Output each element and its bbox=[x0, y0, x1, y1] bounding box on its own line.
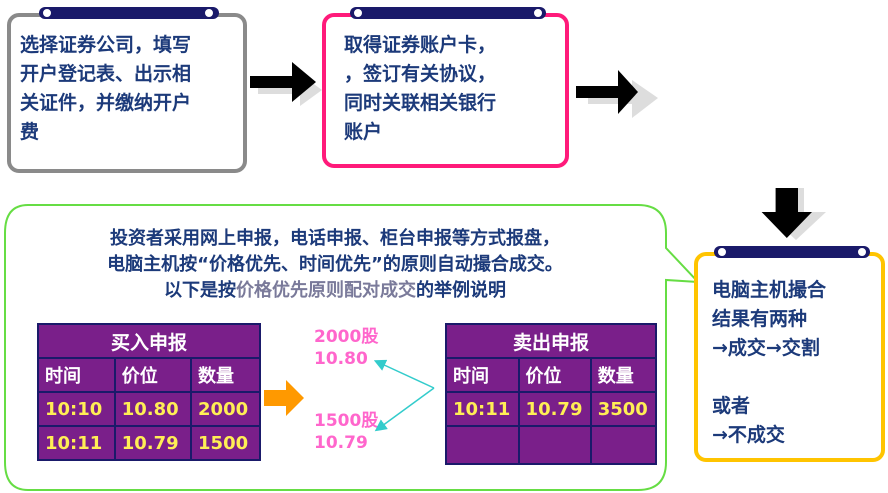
bubble-line-3-suffix: 的举例说明 bbox=[416, 280, 506, 301]
pin-icon bbox=[352, 7, 364, 19]
step-1-card: 选择证券公司，填写 开户登记表、出示相 关证件，并缴纳开户 费 bbox=[7, 7, 247, 173]
column-header: 时间 bbox=[447, 359, 518, 391]
orange-arrow-icon bbox=[264, 380, 304, 416]
arrow-right-icon bbox=[250, 62, 322, 106]
cell-quantity: 3500 bbox=[591, 393, 655, 425]
cell-time: 10:11 bbox=[447, 393, 518, 425]
pin-icon bbox=[532, 7, 544, 19]
cell-time: 10:10 bbox=[39, 393, 114, 425]
pin-icon bbox=[856, 246, 868, 258]
bubble-line-1: 投资者采用网上申报，电话申报、柜台申报等方式报盘， bbox=[110, 228, 560, 249]
arrow-down-icon bbox=[761, 188, 826, 240]
column-header: 价位 bbox=[519, 359, 590, 391]
sell-orders-table: 卖出申报 时间 价位 数量 10:11 10.79 3500 bbox=[445, 323, 657, 465]
buy-orders-table: 买入申报 时间 价位 数量 10:10 10.80 2000 10:11 10.… bbox=[37, 323, 261, 461]
sell-table-title: 卖出申报 bbox=[447, 325, 655, 357]
column-header: 价位 bbox=[115, 359, 191, 391]
bubble-line-3-prefix: 以下是按 bbox=[164, 280, 236, 301]
empty-cell bbox=[447, 427, 518, 463]
pin-icon bbox=[203, 7, 215, 19]
cell-price: 10.79 bbox=[519, 393, 590, 425]
column-header: 数量 bbox=[192, 359, 259, 391]
arrow-right-icon bbox=[576, 70, 658, 118]
result-text: 电脑主机撮合 结果有两种 →成交→交割 或者 →不成交 bbox=[712, 279, 827, 446]
binder-bar bbox=[714, 246, 870, 258]
table-row: 10:11 10.79 3500 bbox=[447, 393, 655, 425]
binder-bar bbox=[39, 7, 219, 19]
column-header: 数量 bbox=[591, 359, 655, 391]
bubble-line-3: 以下是按价格优先原则配对成交的举例说明 bbox=[10, 278, 660, 304]
empty-cell bbox=[519, 427, 590, 463]
cell-price: 10.80 bbox=[115, 393, 191, 425]
step-2-card: 取得证券账户卡， ，签订有关协议， 同时关联相关银行 账户 bbox=[322, 7, 569, 168]
table-row: 10:11 10.79 1500 bbox=[39, 427, 259, 459]
cell-quantity: 2000 bbox=[192, 393, 259, 425]
column-header: 时间 bbox=[39, 359, 114, 391]
table-row: 10:10 10.80 2000 bbox=[39, 393, 259, 425]
match-connector-icon bbox=[373, 359, 435, 432]
buy-table-title: 买入申报 bbox=[39, 325, 259, 357]
empty-cell bbox=[591, 427, 655, 463]
cell-time: 10:11 bbox=[39, 427, 114, 459]
pin-icon bbox=[716, 246, 728, 258]
bubble-line-3-emphasis: 价格优先原则配对成交 bbox=[236, 280, 416, 301]
match-first-label: 2000股 10.80 bbox=[314, 327, 379, 369]
result-card: 电脑主机撮合 结果有两种 →成交→交割 或者 →不成交 bbox=[694, 246, 885, 462]
match-second-label: 1500股 10.79 bbox=[314, 411, 379, 453]
step-2-text: 取得证券账户卡， ，签订有关协议， 同时关联相关银行 账户 bbox=[344, 34, 497, 143]
pin-icon bbox=[41, 7, 53, 19]
table-row bbox=[447, 427, 655, 463]
binder-bar bbox=[350, 7, 546, 19]
cell-price: 10.79 bbox=[115, 427, 191, 459]
step-1-text: 选择证券公司，填写 开户登记表、出示相 关证件，并缴纳开户 费 bbox=[20, 34, 192, 143]
cell-quantity: 1500 bbox=[192, 427, 259, 459]
bubble-text: 投资者采用网上申报，电话申报、柜台申报等方式报盘， 电脑主机按“价格优先、时间优… bbox=[10, 226, 660, 304]
bubble-line-2: 电脑主机按“价格优先、时间优先”的原则自动撮合成交。 bbox=[107, 254, 563, 275]
